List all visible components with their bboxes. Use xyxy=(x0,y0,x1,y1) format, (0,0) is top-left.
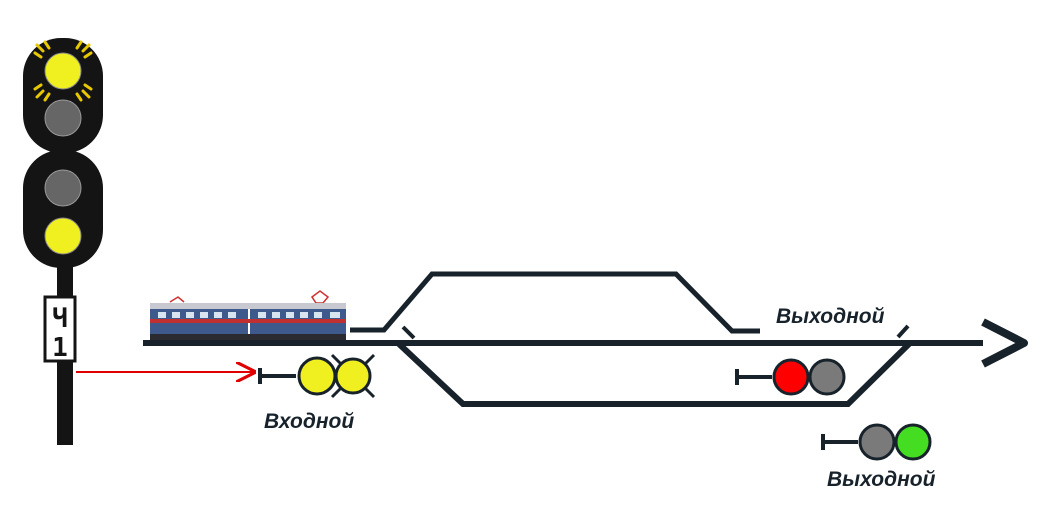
signal-plate xyxy=(43,295,77,363)
exit-lamp-red xyxy=(772,358,810,396)
side-track-lower xyxy=(395,340,913,407)
exit-lamp-off xyxy=(808,358,846,396)
arrow-right-icon xyxy=(981,318,1028,368)
entry-label: Входной xyxy=(264,410,354,433)
mast-signal: Ч 1 xyxy=(23,38,103,445)
lamp-yellow xyxy=(44,217,82,255)
signal-head-upper xyxy=(23,38,103,153)
signal-head-lower xyxy=(23,150,103,268)
exit-side-label: Выходной xyxy=(827,468,936,491)
flash-rays-icon xyxy=(33,40,93,102)
switch-mark-right xyxy=(896,324,910,339)
lamp-off-2 xyxy=(44,169,82,207)
exit-signal-side xyxy=(821,423,932,461)
flash-rays-icon xyxy=(330,353,376,399)
entry-signal xyxy=(258,353,376,399)
side-track-upper xyxy=(350,271,760,334)
exit-lamp-off-2 xyxy=(858,423,896,461)
exit-signal-lower xyxy=(735,358,846,396)
plate-number: 1 xyxy=(52,333,68,363)
lamp-flashing-yellow xyxy=(44,52,82,90)
exit-main-label: Выходной xyxy=(776,305,885,328)
entry-lamp-yellow xyxy=(297,356,337,396)
switch-mark-left xyxy=(401,325,416,340)
plate-letter: Ч xyxy=(52,304,68,334)
tracks xyxy=(143,271,1028,407)
train-icon xyxy=(150,290,346,340)
lamp-off-1 xyxy=(44,99,82,137)
entry-lamp-flashing xyxy=(334,357,372,395)
exit-lamp-green xyxy=(894,423,932,461)
